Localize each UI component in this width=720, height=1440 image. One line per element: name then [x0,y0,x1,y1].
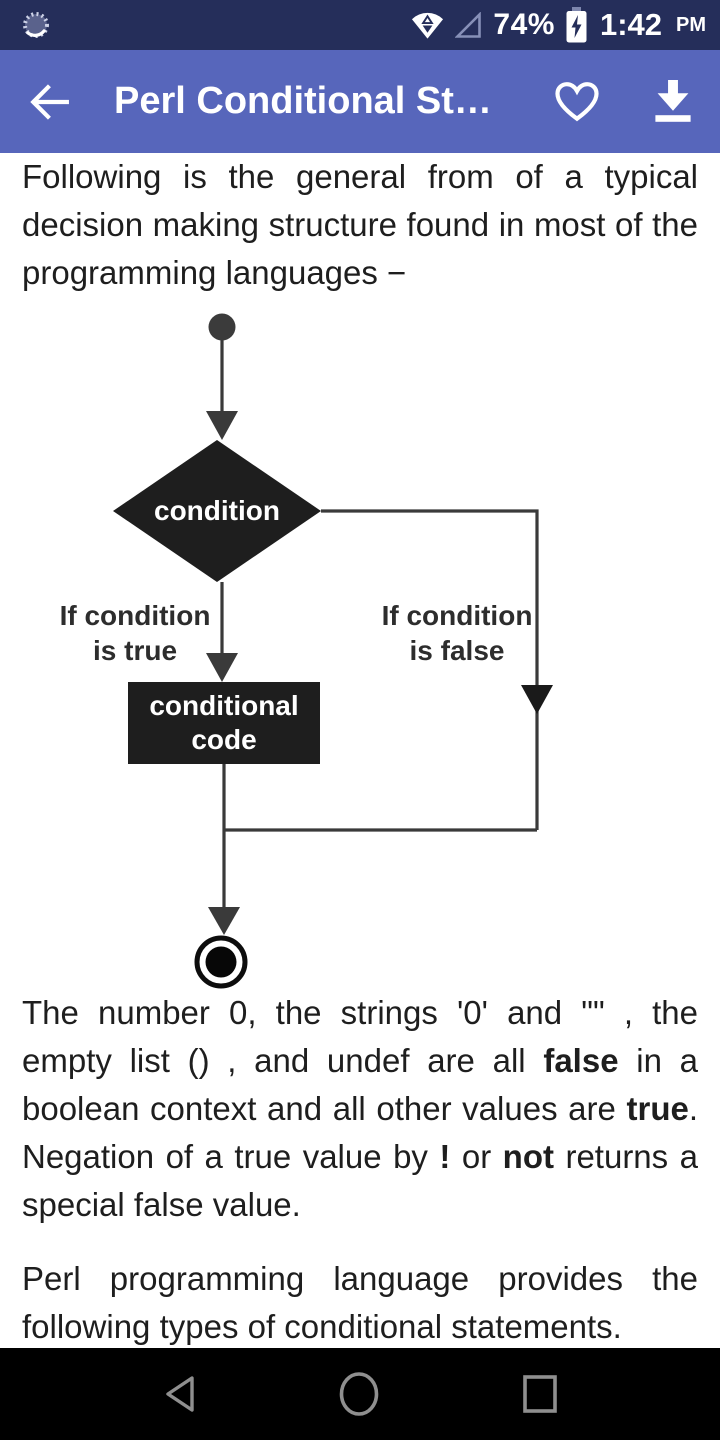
favorite-button[interactable] [554,81,600,123]
p2-seg4: . Negation of a true value by [22,1090,698,1175]
paragraph-intro: Following is the general from of a typic… [22,158,698,291]
p2-bold-bang: ! [439,1138,451,1175]
nav-back-button[interactable] [162,1374,196,1414]
false-branch-line2: is false [409,635,505,666]
clock-time: 1:42 [599,7,662,42]
condition-label: condition [154,495,280,526]
end-node-core [205,946,237,978]
conditional-code-box [128,682,320,764]
arrowhead-to-code [206,653,238,682]
nav-home-circle-icon [339,1372,379,1416]
start-node [208,313,236,341]
paragraph-statement-types: Perl programming language provides the f… [22,1260,698,1345]
p2-bold-false: false [543,1042,619,1079]
condition-diamond [113,440,321,582]
page-title: Perl Conditional St… [114,80,492,122]
nav-home-button[interactable] [338,1371,380,1417]
nav-recents-square-icon [523,1375,557,1413]
app-bar: Perl Conditional St… [0,50,720,153]
battery-charging-icon [566,7,587,43]
download-button[interactable] [652,79,694,124]
arrowhead-to-end [208,907,240,935]
p2-bold-true: true [626,1090,689,1127]
conditional-code-line2: code [191,724,257,755]
true-branch-line1: If condition [59,600,211,631]
nav-back-triangle-icon [166,1376,194,1412]
end-node-ring [194,935,248,989]
flowchart-shapes [113,313,553,989]
android-nav-bar [0,1348,720,1440]
back-arrow-icon [30,83,69,120]
download-icon [655,79,691,122]
p2-seg8: returns a special false value. [22,1138,698,1223]
paragraph-boolean-context: The number 0, the strings '0' and "" , t… [0,989,720,1229]
back-button[interactable] [26,81,72,123]
cellular-signal-icon [455,11,482,38]
conditional-code-line1: conditional [149,690,299,721]
clock-period: PM [676,13,706,36]
battery-percent-text: 74% [493,8,555,41]
wifi-icon [412,12,444,39]
nav-recents-button[interactable] [522,1373,558,1415]
p2-seg2: in a boolean context and all other value… [22,1042,699,1127]
status-bar: 74% 1:42 PM [0,0,720,50]
true-branch-line2: is true [92,635,178,666]
arrowhead-false-branch [521,685,553,714]
article-content: Following is the general from of a typic… [0,153,720,1351]
p2-bold-not: not [502,1138,554,1175]
false-branch-label: If condition is false [372,598,542,668]
true-branch-label: If condition is true [50,598,220,668]
p2-seg6: or [450,1138,503,1175]
false-branch-line1: If condition [381,600,533,631]
arrowhead-to-condition [206,411,238,440]
decision-flowchart: condition conditional code If condition … [0,297,720,989]
p2-seg0: The number 0, the strings '0' and "" , t… [22,994,698,1079]
spinner-notification-icon [23,12,49,38]
conditional-code-label: conditional code [128,682,320,764]
heart-icon [555,81,599,121]
